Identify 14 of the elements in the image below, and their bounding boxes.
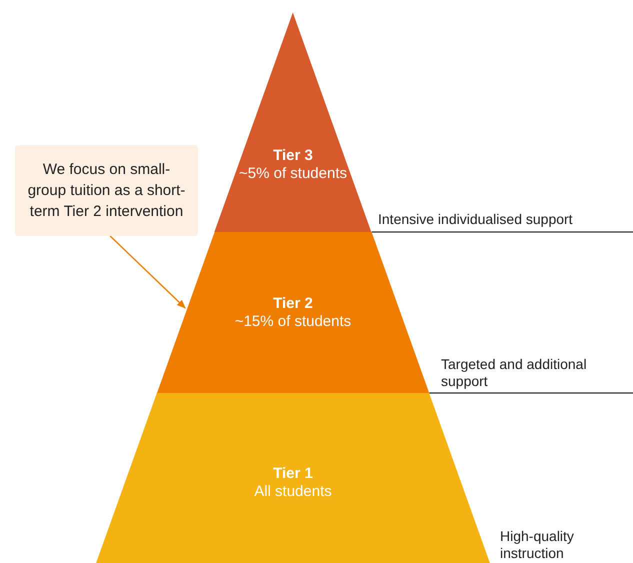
pyramid-tier: [214, 12, 372, 232]
pyramid-tier: [156, 232, 430, 393]
side-label: High-quality instruction: [500, 528, 575, 562]
tier-description: All students: [253, 483, 333, 501]
side-label: Intensive individualised support: [378, 211, 573, 228]
tier-title: Tier 2: [272, 295, 314, 313]
side-label: Targeted and additional support: [441, 356, 588, 390]
callout-box: We focus on small-group tuition as a short-term Tier 2 intervention: [15, 145, 198, 236]
tier-title: Tier 1: [272, 465, 314, 483]
arrow: [110, 236, 186, 309]
tier-title: Tier 3: [272, 147, 314, 165]
tier-description: ~15% of students: [234, 313, 352, 331]
pyramid-tier: [96, 393, 490, 563]
tier-description: ~5% of students: [238, 165, 348, 183]
